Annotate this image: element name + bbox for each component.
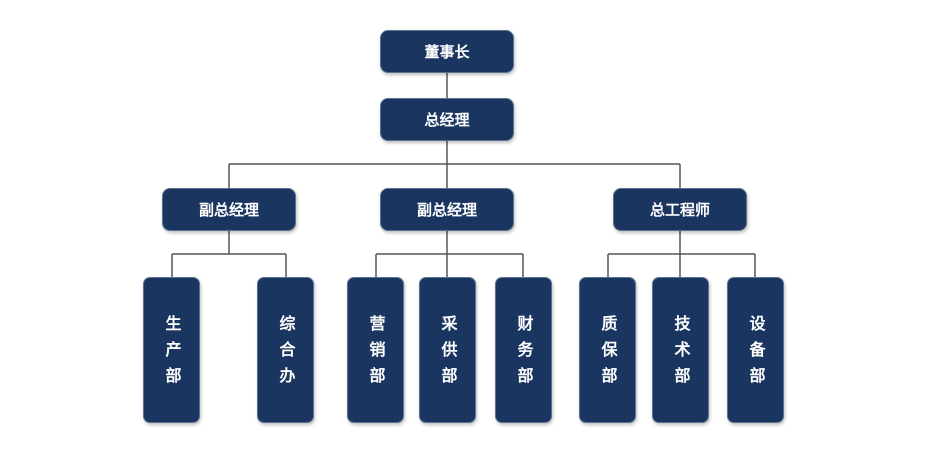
marketing-dept-node: 营销部 [347,277,404,423]
chief-engineer-label: 总工程师 [649,201,710,219]
admin-office-label: 综合办 [276,315,296,393]
finance-dept-node: 财务部 [495,277,552,423]
general-manager-node: 总经理 [380,98,514,141]
procurement-dept-node: 采供部 [419,277,476,423]
quality-dept-node: 质保部 [579,277,636,423]
chairman-node: 董事长 [380,30,514,73]
vp-middle-node: 副总经理 [380,188,514,231]
admin-office-node: 综合办 [257,277,314,423]
general-manager-label: 总经理 [424,111,470,129]
technology-dept-label: 技术部 [671,315,691,393]
chairman-label: 董事长 [424,43,470,61]
vp-left-label: 副总经理 [198,201,259,219]
procurement-dept-label: 采供部 [438,315,458,393]
equipment-dept-node: 设备部 [727,277,784,423]
technology-dept-node: 技术部 [652,277,709,423]
equipment-dept-label: 设备部 [746,315,766,393]
production-dept-label: 生产部 [162,315,182,393]
finance-dept-label: 财务部 [514,315,534,393]
production-dept-node: 生产部 [143,277,200,423]
marketing-dept-label: 营销部 [366,315,386,393]
vp-middle-label: 副总经理 [416,201,477,219]
chief-engineer-node: 总工程师 [613,188,747,231]
vp-left-node: 副总经理 [162,188,296,231]
quality-dept-label: 质保部 [598,315,618,393]
